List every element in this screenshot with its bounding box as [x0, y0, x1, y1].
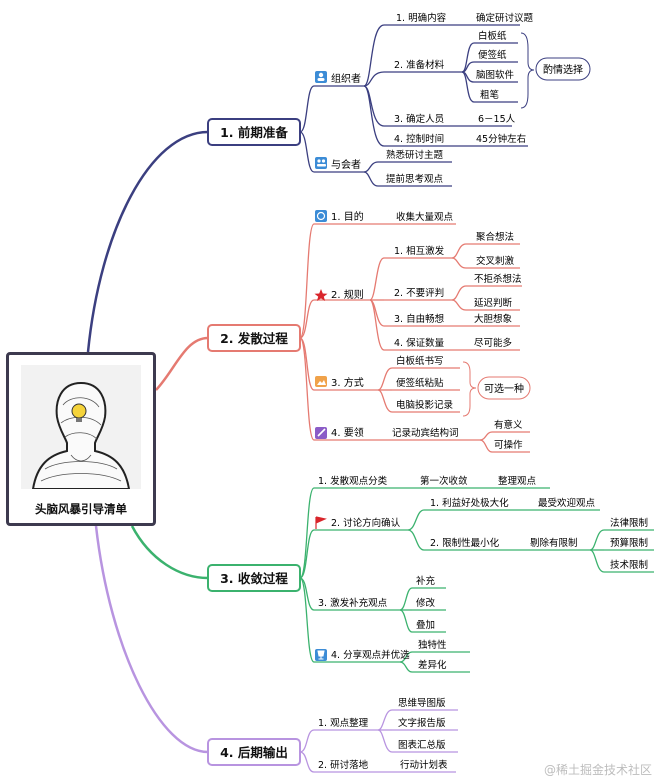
- watermark: @稀土掘金技术社区: [543, 763, 652, 777]
- rule-item: 尽可能多: [474, 337, 512, 349]
- material-item: 粗笔: [480, 89, 499, 101]
- direction-2-value: 剔除有限制: [530, 537, 578, 549]
- flag-icon: [315, 516, 327, 529]
- group-label-choose-one: 可选一种: [484, 382, 524, 395]
- supplement-item: 修改: [416, 597, 436, 609]
- main-branches: [86, 130, 209, 754]
- rule-item: 不拒杀想法: [474, 273, 522, 285]
- method-item: 白板纸书写: [396, 355, 444, 367]
- section-title-prep: 1. 前期准备: [220, 125, 288, 140]
- direction-2: 2. 限制性最小化: [430, 537, 500, 549]
- group-icon: [315, 157, 327, 169]
- rule-item: 大胆想象: [474, 313, 513, 325]
- node-method: 3. 方式: [331, 376, 364, 389]
- node-time-value: 45分钟左右: [476, 133, 526, 145]
- node-define-topic: 确定研讨议题: [476, 12, 534, 24]
- output-step-2-value: 行动计划表: [400, 759, 448, 771]
- brace-optional: [520, 32, 535, 109]
- node-attendee: 与会者: [331, 158, 361, 171]
- attendee-item: 熟悉研讨主题: [386, 149, 444, 161]
- section-output: 4. 后期输出 1. 观点整理 思维导图版 文字报告版 图表汇总版 2. 研讨落…: [207, 697, 458, 773]
- output-step-2: 2. 研讨落地: [318, 759, 369, 771]
- output-item: 文字报告版: [398, 717, 446, 729]
- target-icon: [315, 210, 327, 222]
- converge-step-1: 1. 发散观点分类: [318, 475, 388, 487]
- converge-step-1-value: 第一次收敛: [420, 475, 468, 487]
- key-point-item: 有意义: [494, 419, 523, 431]
- lightbulb-icon: [71, 403, 87, 419]
- share-item: 独特性: [418, 639, 447, 651]
- output-step-1: 1. 观点整理: [318, 717, 369, 729]
- node-define-people: 3. 确定人员: [394, 113, 444, 125]
- group-label-optional: 酌情选择: [543, 63, 583, 76]
- key-point-item: 可操作: [494, 439, 523, 451]
- limit-item: 技术限制: [610, 559, 648, 571]
- rule-2: 2. 不要评判: [394, 287, 444, 299]
- node-purpose: 1. 目的: [331, 210, 364, 223]
- branch-line-diverge: [155, 336, 209, 391]
- share-item: 差异化: [418, 659, 447, 671]
- rule-item: 聚合想法: [476, 231, 514, 243]
- converge-step-1-value2: 整理观点: [498, 475, 537, 487]
- group-box-optional: [535, 57, 591, 81]
- node-define-content: 1. 明确内容: [396, 12, 447, 24]
- supplement-item: 补充: [416, 575, 436, 587]
- group-box-choose-one: [477, 376, 531, 400]
- section-diverge: 2. 发散过程: [207, 210, 531, 453]
- node-rules: 2. 规则: [331, 288, 364, 301]
- limit-item: 法律限制: [610, 517, 648, 529]
- direction-1-value: 最受欢迎观点: [538, 497, 596, 509]
- node-control-time: 4. 控制时间: [394, 133, 444, 145]
- limit-item: 预算限制: [610, 537, 648, 549]
- rule-item: 延迟判断: [474, 297, 513, 309]
- node-key-points: 4. 要领: [331, 426, 364, 439]
- material-item: 便签纸: [478, 49, 507, 61]
- method-item: 便签纸粘贴: [396, 377, 444, 389]
- material-item: 脑图软件: [476, 69, 515, 81]
- branch-line-prep: [86, 130, 209, 353]
- node-key-points-value: 记录动宾结构词: [392, 427, 459, 439]
- node-organizer: 组织者: [331, 72, 361, 85]
- rule-4: 4. 保证数量: [394, 337, 445, 349]
- output-item: 图表汇总版: [398, 739, 446, 751]
- attendee-item: 提前思考观点: [386, 173, 444, 185]
- person-lightbulb-sketch: [21, 365, 141, 490]
- root-title: 头脑风暴引导清单: [35, 502, 127, 516]
- supplement-item: 叠加: [416, 620, 435, 631]
- node-purpose-value: 收集大量观点: [396, 211, 454, 223]
- section-prep: 1. 前期准备: [207, 12, 591, 187]
- image-icon: [315, 376, 327, 387]
- brace-choose-one: [462, 361, 477, 417]
- rule-3: 3. 自由畅想: [394, 313, 445, 325]
- branch-line-converge: [130, 525, 209, 580]
- section-title-converge: 3. 收敛过程: [220, 571, 288, 586]
- method-item: 电脑投影记录: [396, 399, 454, 411]
- node-prepare-materials: 2. 准备材料: [394, 59, 445, 71]
- section-converge: 3. 收敛过程: [207, 475, 654, 673]
- central-node[interactable]: 头脑风暴引导清单: [6, 352, 156, 526]
- converge-step-2: 2. 讨论方向确认: [331, 517, 401, 529]
- section-title-diverge: 2. 发散过程: [220, 331, 288, 346]
- converge-step-4: 4. 分享观点并优选: [331, 649, 410, 661]
- converge-step-3: 3. 激发补充观点: [318, 597, 388, 609]
- section-title-output: 4. 后期输出: [220, 745, 288, 760]
- star-icon: [314, 289, 328, 301]
- rule-item: 交叉刺激: [476, 255, 515, 267]
- branch-line-output: [94, 525, 209, 754]
- rule-1: 1. 相互激发: [394, 245, 445, 257]
- material-item: 白板纸: [478, 30, 507, 42]
- output-item: 思维导图版: [398, 697, 446, 709]
- node-people-count: 6－15人: [478, 114, 516, 125]
- direction-1: 1. 利益好处极大化: [430, 497, 509, 509]
